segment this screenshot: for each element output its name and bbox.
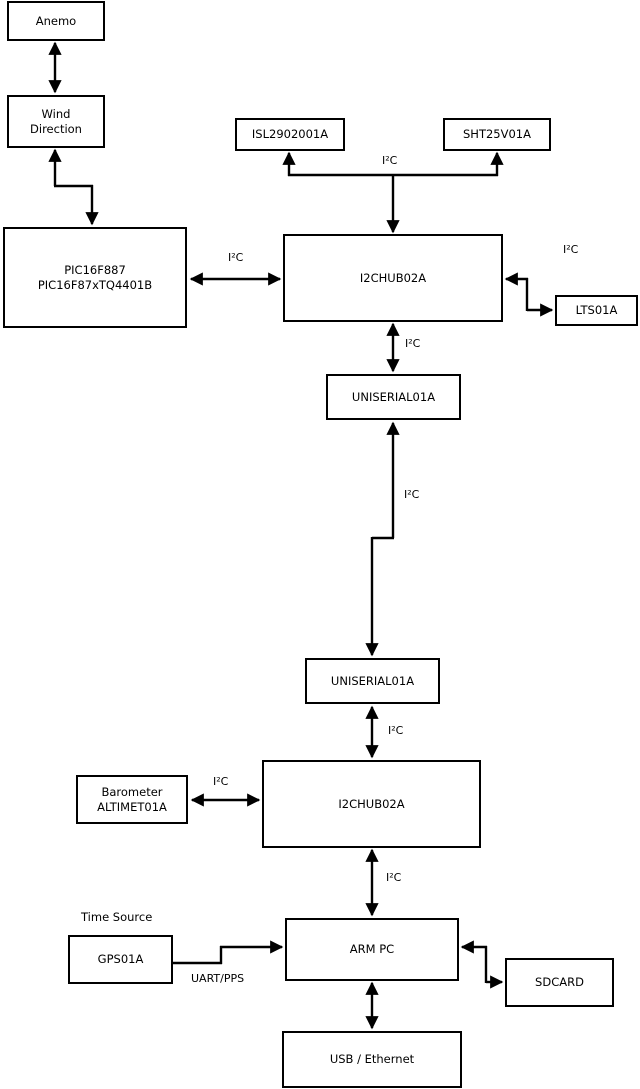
edge-label-i2c-pic-hub: I²C [228,251,244,264]
node-i2chub02a-top-label: I2CHUB02A [359,270,427,285]
node-anemo[interactable]: Anemo [7,1,105,41]
connector-hubtop-sensors [282,151,504,234]
connector-armpc-sdcard [460,940,504,989]
node-anemo-label: Anemo [35,13,77,28]
edge-label-i2c-lts: I²C [563,243,579,256]
edge-label-i2c-hub-armpc: I²C [386,871,402,884]
connector-uniserial-long [365,421,400,657]
node-i2chub02a-top[interactable]: I2CHUB02A [283,234,503,322]
node-uniserial01a-bottom[interactable]: UNISERIAL01A [305,658,440,704]
node-pic-mcu-label: PIC16F887 PIC16F87xTQ4401B [37,262,153,292]
node-gps01a-label: GPS01A [97,952,144,966]
node-usb-ethernet[interactable]: USB / Ethernet [282,1031,462,1088]
node-lts01a-label: LTS01A [575,303,618,317]
label-time-source: Time Source [81,910,153,924]
node-lts01a[interactable]: LTS01A [555,295,638,326]
node-usb-ethernet-label: USB / Ethernet [329,1052,415,1066]
node-sdcard-label: SDCARD [535,975,584,989]
edge-label-i2c-sensors: I²C [382,154,398,167]
connector-gps-armpc [173,940,284,965]
node-uniserial01a-bottom-label: UNISERIAL01A [330,673,415,688]
edge-label-i2c-uniserial-hub: I²C [388,724,404,737]
edge-label-i2c-barometer: I²C [213,775,229,788]
node-i2chub02a-bottom-label: I2CHUB02A [338,796,405,811]
node-isl2902001a-label: ISL2902001A [251,127,329,141]
node-wind-direction-label: Wind Direction [30,106,82,136]
node-barometer-altimet01a[interactable]: Barometer ALTIMET01A [76,775,188,824]
node-uniserial01a-top[interactable]: UNISERIAL01A [326,374,461,420]
node-isl2902001a[interactable]: ISL2902001A [235,118,345,151]
edge-label-i2c-hub-uniserial: I²C [405,337,421,350]
connector-hubtop-lts [504,272,554,317]
node-gps01a[interactable]: GPS01A [68,935,173,984]
node-wind-direction[interactable]: Wind Direction [7,95,105,148]
node-arm-pc-label: ARM PC [349,942,395,956]
connector-pic-wind [48,148,99,226]
edge-label-uart-pps: UART/PPS [191,972,245,985]
node-arm-pc[interactable]: ARM PC [285,918,459,981]
node-sht25v01a-label: SHT25V01A [463,127,531,141]
node-sht25v01a[interactable]: SHT25V01A [443,118,551,151]
edge-label-i2c-long-link: I²C [404,488,420,501]
node-pic-mcu[interactable]: PIC16F887 PIC16F87xTQ4401B [3,227,187,328]
node-uniserial01a-top-label: UNISERIAL01A [351,389,436,404]
node-barometer-altimet01a-label: Barometer ALTIMET01A [97,784,167,814]
node-sdcard[interactable]: SDCARD [505,958,614,1007]
node-i2chub02a-bottom[interactable]: I2CHUB02A [262,760,481,848]
